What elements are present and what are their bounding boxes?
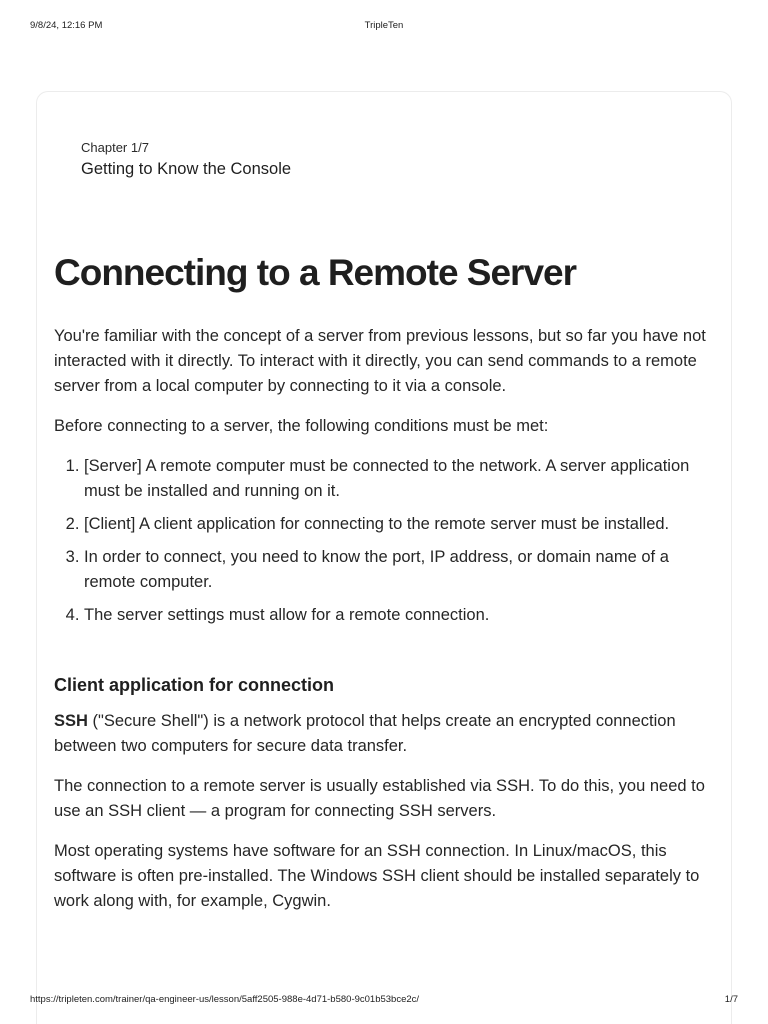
print-url: https://tripleten.com/trainer/qa-enginee… [30,994,420,1005]
conditions-intro: Before connecting to a server, the follo… [54,417,549,435]
print-site-title: TripleTen [364,20,404,31]
list-item: In order to connect, you need to know th… [84,545,720,595]
list-item: The server settings must allow for a rem… [84,603,720,628]
section-heading: Client application for connection [54,675,335,695]
print-header: 9/8/24, 12:16 PM TripleTen [0,20,768,34]
conditions-list: [Server] A remote computer must be conne… [54,454,720,628]
lesson-title: Connecting to a Remote Server [54,252,577,293]
chapter-title[interactable]: Getting to Know the Console [81,160,292,178]
print-page-number: 1/7 [724,994,738,1005]
intro-paragraph: You're familiar with the concept of a se… [54,327,706,395]
print-datetime: 9/8/24, 12:16 PM [30,20,103,31]
ssh-definition: ("Secure Shell") is a network protocol t… [54,712,676,755]
ssh-client-paragraph: The connection to a remote server is usu… [54,777,705,820]
ssh-term: SSH [54,712,88,730]
lesson-content: You're familiar with the concept of a se… [54,324,720,929]
lesson-card [36,91,732,1024]
print-footer: https://tripleten.com/trainer/qa-enginee… [0,994,768,1008]
ssh-definition-paragraph: SSH ("Secure Shell") is a network protoc… [54,709,720,759]
list-item: [Server] A remote computer must be conne… [84,454,720,504]
list-item: [Client] A client application for connec… [84,512,720,537]
chapter-label: Chapter 1/7 [81,140,149,155]
os-paragraph: Most operating systems have software for… [54,842,700,910]
